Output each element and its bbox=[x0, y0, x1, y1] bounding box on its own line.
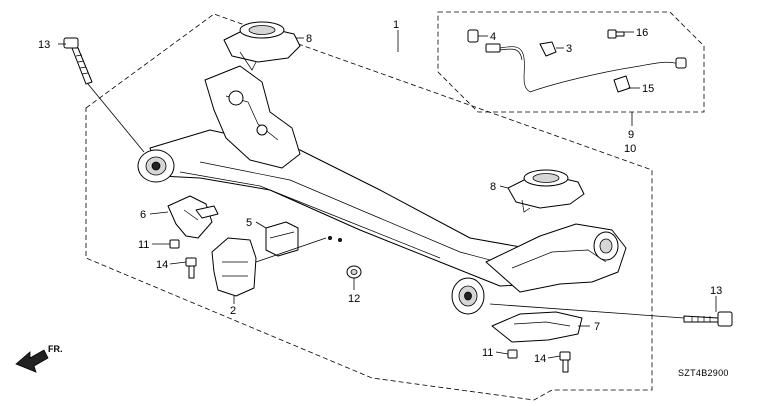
nut-11-left bbox=[169, 239, 180, 249]
diagram-code: SZT4B2900 bbox=[678, 368, 729, 378]
bolt-14-left bbox=[185, 257, 197, 279]
callout-8-upper: 8 bbox=[306, 33, 312, 45]
callout-5: 5 bbox=[246, 217, 252, 229]
callout-11-right: 11 bbox=[482, 347, 493, 359]
callout-7: 7 bbox=[594, 321, 600, 333]
callout-9: 9 bbox=[628, 129, 634, 141]
clip-15 bbox=[613, 75, 631, 93]
callout-10: 10 bbox=[624, 143, 636, 155]
front-arrow-icon bbox=[15, 349, 49, 373]
callout-12: 12 bbox=[348, 293, 360, 305]
bolt-13-left bbox=[63, 37, 93, 85]
callout-14-right: 14 bbox=[534, 353, 546, 365]
callout-labels: 13 8 1 4 3 16 15 9 10 8 6 5 11 14 2 12 1… bbox=[38, 19, 722, 365]
nut-11-right bbox=[507, 349, 518, 359]
callout-15: 15 bbox=[642, 83, 654, 95]
bolt-16 bbox=[607, 29, 625, 39]
spring-seat-lower bbox=[507, 169, 585, 213]
bracket-right bbox=[491, 311, 583, 343]
leader-lines bbox=[58, 30, 717, 359]
callout-14-left: 14 bbox=[156, 259, 168, 271]
callout-4: 4 bbox=[490, 31, 496, 43]
assembly-outline bbox=[85, 13, 653, 401]
callout-13-left: 13 bbox=[38, 39, 50, 51]
callout-1: 1 bbox=[393, 19, 399, 31]
callout-2: 2 bbox=[230, 305, 236, 317]
bracket-left bbox=[167, 195, 219, 239]
stopper-block bbox=[265, 221, 299, 257]
callout-11-left: 11 bbox=[138, 239, 149, 251]
nut-12 bbox=[346, 265, 362, 279]
bump-stopper bbox=[211, 237, 257, 297]
bolt-14-right bbox=[559, 351, 571, 373]
bolt-13-right bbox=[683, 311, 733, 327]
axle-beam bbox=[137, 65, 627, 315]
grommet-4 bbox=[467, 29, 479, 43]
callout-13-right: 13 bbox=[710, 285, 722, 297]
sensor-group-outline bbox=[437, 11, 705, 113]
callout-6: 6 bbox=[140, 209, 146, 221]
clip-3 bbox=[539, 41, 557, 57]
callout-3: 3 bbox=[566, 43, 572, 55]
front-direction-indicator: FR. bbox=[15, 344, 63, 373]
front-label: FR. bbox=[48, 344, 63, 354]
callout-16: 16 bbox=[636, 27, 648, 39]
right-bushing bbox=[451, 277, 485, 315]
speed-sensor-harness bbox=[485, 43, 687, 93]
callout-8-lower: 8 bbox=[490, 181, 496, 193]
left-bushing bbox=[137, 149, 175, 183]
spring-seat-upper bbox=[223, 21, 301, 71]
